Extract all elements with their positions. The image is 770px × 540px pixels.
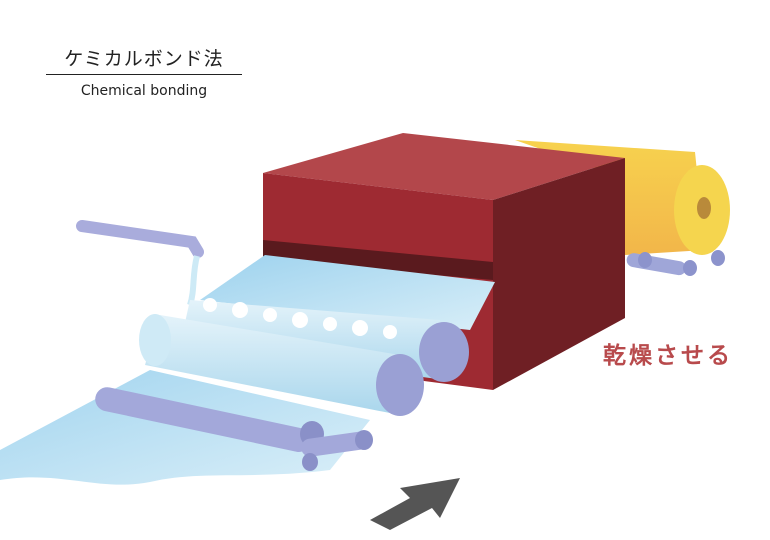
binder-pipe <box>76 220 204 306</box>
nonwoven-sheet-upper <box>200 255 495 330</box>
foam-binder <box>203 298 397 339</box>
impregnation-roller-front <box>139 314 424 416</box>
drying-step-label: 乾燥させる <box>603 343 733 369</box>
small-rollers-right <box>626 250 725 276</box>
direction-arrow-icon <box>370 478 460 530</box>
title-japanese: ケミカルボンド法 <box>64 48 224 70</box>
title-divider <box>46 74 242 75</box>
guide-rollers-left <box>95 387 373 471</box>
title-english: Chemical bonding <box>80 83 208 99</box>
